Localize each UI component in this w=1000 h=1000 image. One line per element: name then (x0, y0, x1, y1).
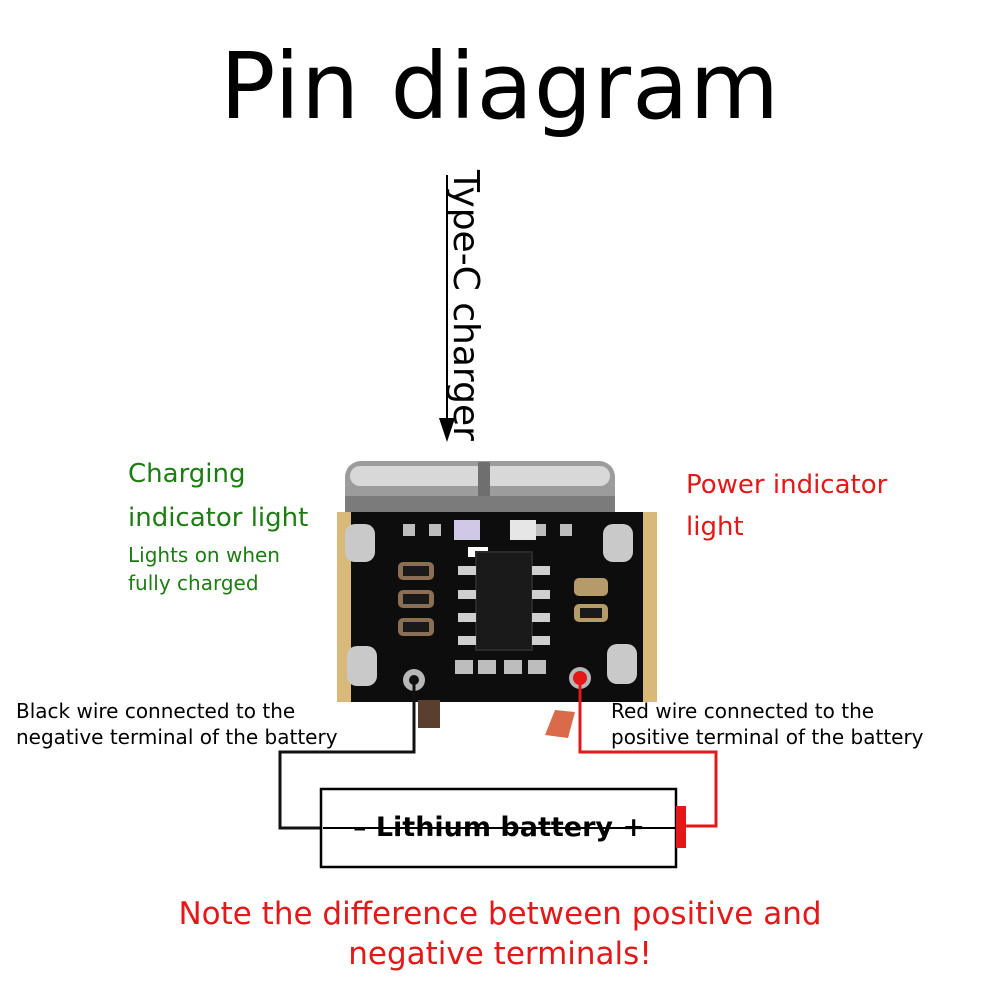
smd-capacitor-body (580, 608, 602, 618)
charging-indicator-desc-line: fully charged (128, 571, 259, 595)
typec-arrow-head (439, 418, 455, 442)
ic-pin (532, 566, 550, 575)
ic-pin (532, 590, 550, 599)
pcb-pad (534, 524, 546, 536)
red-wire (578, 680, 718, 828)
pcb-pad (429, 524, 441, 536)
charging-indicator-title-line: Charging (128, 459, 246, 489)
black-wire-label-line: Black wire connected to the (16, 699, 296, 723)
ic-pin (458, 590, 476, 599)
red-wire-dot (573, 671, 587, 685)
charging-indicator-desc-line: Lights on when (128, 543, 280, 567)
black-wire-label-line: negative terminal of the battery (16, 725, 338, 749)
pcb-pad (603, 524, 633, 562)
typec-charger-label: Type-C charger (445, 170, 486, 441)
red-wire-label-line: positive terminal of the battery (611, 725, 924, 749)
black-wire-label: Black wire connected to the negative ter… (16, 698, 338, 750)
ic-pin (532, 613, 550, 622)
page-title: Pin diagram (219, 33, 781, 140)
pcb-edge-right (643, 512, 657, 702)
power-led (510, 520, 536, 540)
black-wire-dot (409, 675, 419, 685)
pcb-pad (560, 524, 572, 536)
pcb-pad (347, 646, 377, 686)
black-wire-stub (418, 700, 440, 728)
ic-chip (475, 551, 533, 651)
smd-capacitor (574, 578, 608, 596)
battery-label: – Lithium battery + (352, 812, 646, 843)
ic-pin (458, 566, 476, 575)
charging-led (454, 520, 480, 540)
black-wire (278, 680, 416, 830)
charging-module (337, 461, 657, 738)
smd-resistor-body (403, 566, 429, 576)
warning-note: Note the difference between positive and… (0, 894, 1000, 974)
power-indicator-title: Power indicator light (686, 464, 906, 548)
pcb-pad (345, 524, 375, 562)
ic-pin (458, 613, 476, 622)
power-indicator-title-line: Power indicator (686, 470, 888, 500)
charging-indicator-title-line: indicator light (128, 503, 309, 533)
red-wire-stub (545, 710, 575, 738)
power-indicator-title-line: light (686, 512, 744, 542)
pcb-pad (455, 660, 473, 674)
pcb-pad (403, 524, 415, 536)
pcb-pad (504, 660, 522, 674)
charging-indicator-title: Charging indicator light (128, 452, 308, 540)
warning-note-line: Note the difference between positive and (178, 896, 822, 932)
battery-positive-terminal (676, 806, 686, 848)
smd-resistor-body (403, 594, 429, 604)
ic-pin (458, 636, 476, 645)
ic-pin (532, 636, 550, 645)
red-wire-label-line: Red wire connected to the (611, 699, 875, 723)
red-wire-label: Red wire connected to the positive termi… (611, 698, 924, 750)
typec-connector-base (345, 496, 615, 514)
warning-note-line: negative terminals! (348, 936, 652, 972)
charging-indicator-description: Lights on when fully charged (128, 541, 280, 597)
pcb-pad (478, 660, 496, 674)
pcb-pad (607, 644, 637, 684)
smd-resistor-body (403, 622, 429, 632)
pcb-pad (528, 660, 546, 674)
